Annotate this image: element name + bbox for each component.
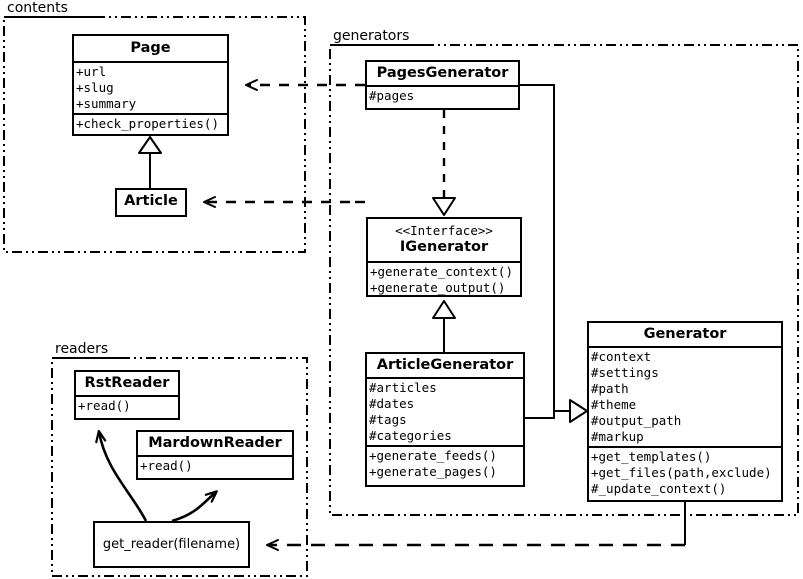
class-box-rst-reader[interactable]: RstReader +read() <box>74 370 180 420</box>
operation-row: +generate_feeds() <box>369 448 497 463</box>
edge-articlegenerator-inherits-generator <box>525 399 588 423</box>
edge-get-reader-creates-mardownreader <box>171 490 218 523</box>
attribute-row: #dates <box>369 396 415 411</box>
class-name-pages-generator: PagesGenerator <box>376 65 509 81</box>
class-name-mardown-reader: MardownReader <box>148 435 282 451</box>
edge-articlegenerator-realizes-igenerator <box>432 300 456 352</box>
operation-row: +generate_context() <box>370 264 513 279</box>
class-name-article: Article <box>124 193 178 209</box>
attribute-row: +summary <box>76 96 137 111</box>
attribute-row: #articles <box>369 380 437 395</box>
operation-row: +generate_output() <box>370 280 506 295</box>
operation-row: +get_templates() <box>591 449 712 464</box>
attribute-row: #tags <box>369 412 407 427</box>
class-operations-rst-reader: +read() <box>76 395 178 415</box>
operation-row: +get_files(path,exclude) <box>591 465 772 480</box>
edge-article-inherits-page <box>138 136 162 188</box>
package-label-contents: contents <box>5 0 70 16</box>
attribute-row: +url <box>76 64 107 79</box>
operation-row: +read() <box>140 458 193 473</box>
class-attributes-article-generator: #articles #dates #tags #categories <box>367 377 523 445</box>
class-box-article[interactable]: Article <box>115 188 187 217</box>
class-box-mardown-reader[interactable]: MardownReader +read() <box>136 430 294 480</box>
attribute-row: #settings <box>591 365 659 380</box>
edge-generator-uses-get-reader <box>266 502 686 551</box>
class-box-igenerator[interactable]: <<Interface>> IGenerator +generate_conte… <box>366 217 522 297</box>
class-attributes-pages-generator: #pages <box>367 85 518 105</box>
class-box-generator[interactable]: Generator #context #settings #path #them… <box>587 321 783 502</box>
package-label-readers: readers <box>53 341 111 357</box>
class-attributes-page: +url +slug +summary <box>74 61 227 113</box>
operation-row: +generate_pages() <box>369 464 497 479</box>
attribute-row: #context <box>591 349 652 364</box>
operation-row: +read() <box>78 398 131 413</box>
class-operations-igenerator: +generate_context() +generate_output() <box>368 261 520 297</box>
operation-row: #_update_context() <box>591 481 727 496</box>
attribute-row: +slug <box>76 80 114 95</box>
class-name-article-generator: ArticleGenerator <box>376 357 514 373</box>
class-name-igenerator: IGenerator <box>399 239 489 255</box>
class-operations-generator: +get_templates() +get_files(path,exclude… <box>589 446 781 498</box>
class-attributes-generator: #context #settings #path #theme #output_… <box>589 346 781 446</box>
attribute-row: #categories <box>369 428 452 443</box>
attribute-row: #pages <box>369 88 415 103</box>
attribute-row: #output_path <box>591 413 682 428</box>
function-label-get-reader: get_reader(filename) <box>102 537 241 552</box>
class-box-page[interactable]: Page +url +slug +summary +check_properti… <box>72 34 229 136</box>
attribute-row: #theme <box>591 397 637 412</box>
class-box-article-generator[interactable]: ArticleGenerator #articles #dates #tags … <box>365 352 525 487</box>
attribute-row: #path <box>591 381 629 396</box>
edge-pagesgenerator-realizes-igenerator <box>432 110 456 216</box>
class-name-rst-reader: RstReader <box>84 375 170 391</box>
class-name-generator: Generator <box>643 326 727 342</box>
class-stereotype-igenerator: <<Interface>> <box>395 223 493 238</box>
package-label-generators: generators <box>331 28 412 44</box>
class-box-pages-generator[interactable]: PagesGenerator #pages <box>365 60 520 110</box>
function-box-get-reader[interactable]: get_reader(filename) <box>93 521 250 568</box>
class-name-page: Page <box>130 40 171 56</box>
class-operations-page: +check_properties() <box>74 113 227 133</box>
edge-pagesgenerator-inherits-generator <box>520 84 570 412</box>
operation-row: +check_properties() <box>76 116 219 131</box>
class-operations-mardown-reader: +read() <box>138 455 292 475</box>
attribute-row: #markup <box>591 429 644 444</box>
class-operations-article-generator: +generate_feeds() +generate_pages() <box>367 445 523 481</box>
